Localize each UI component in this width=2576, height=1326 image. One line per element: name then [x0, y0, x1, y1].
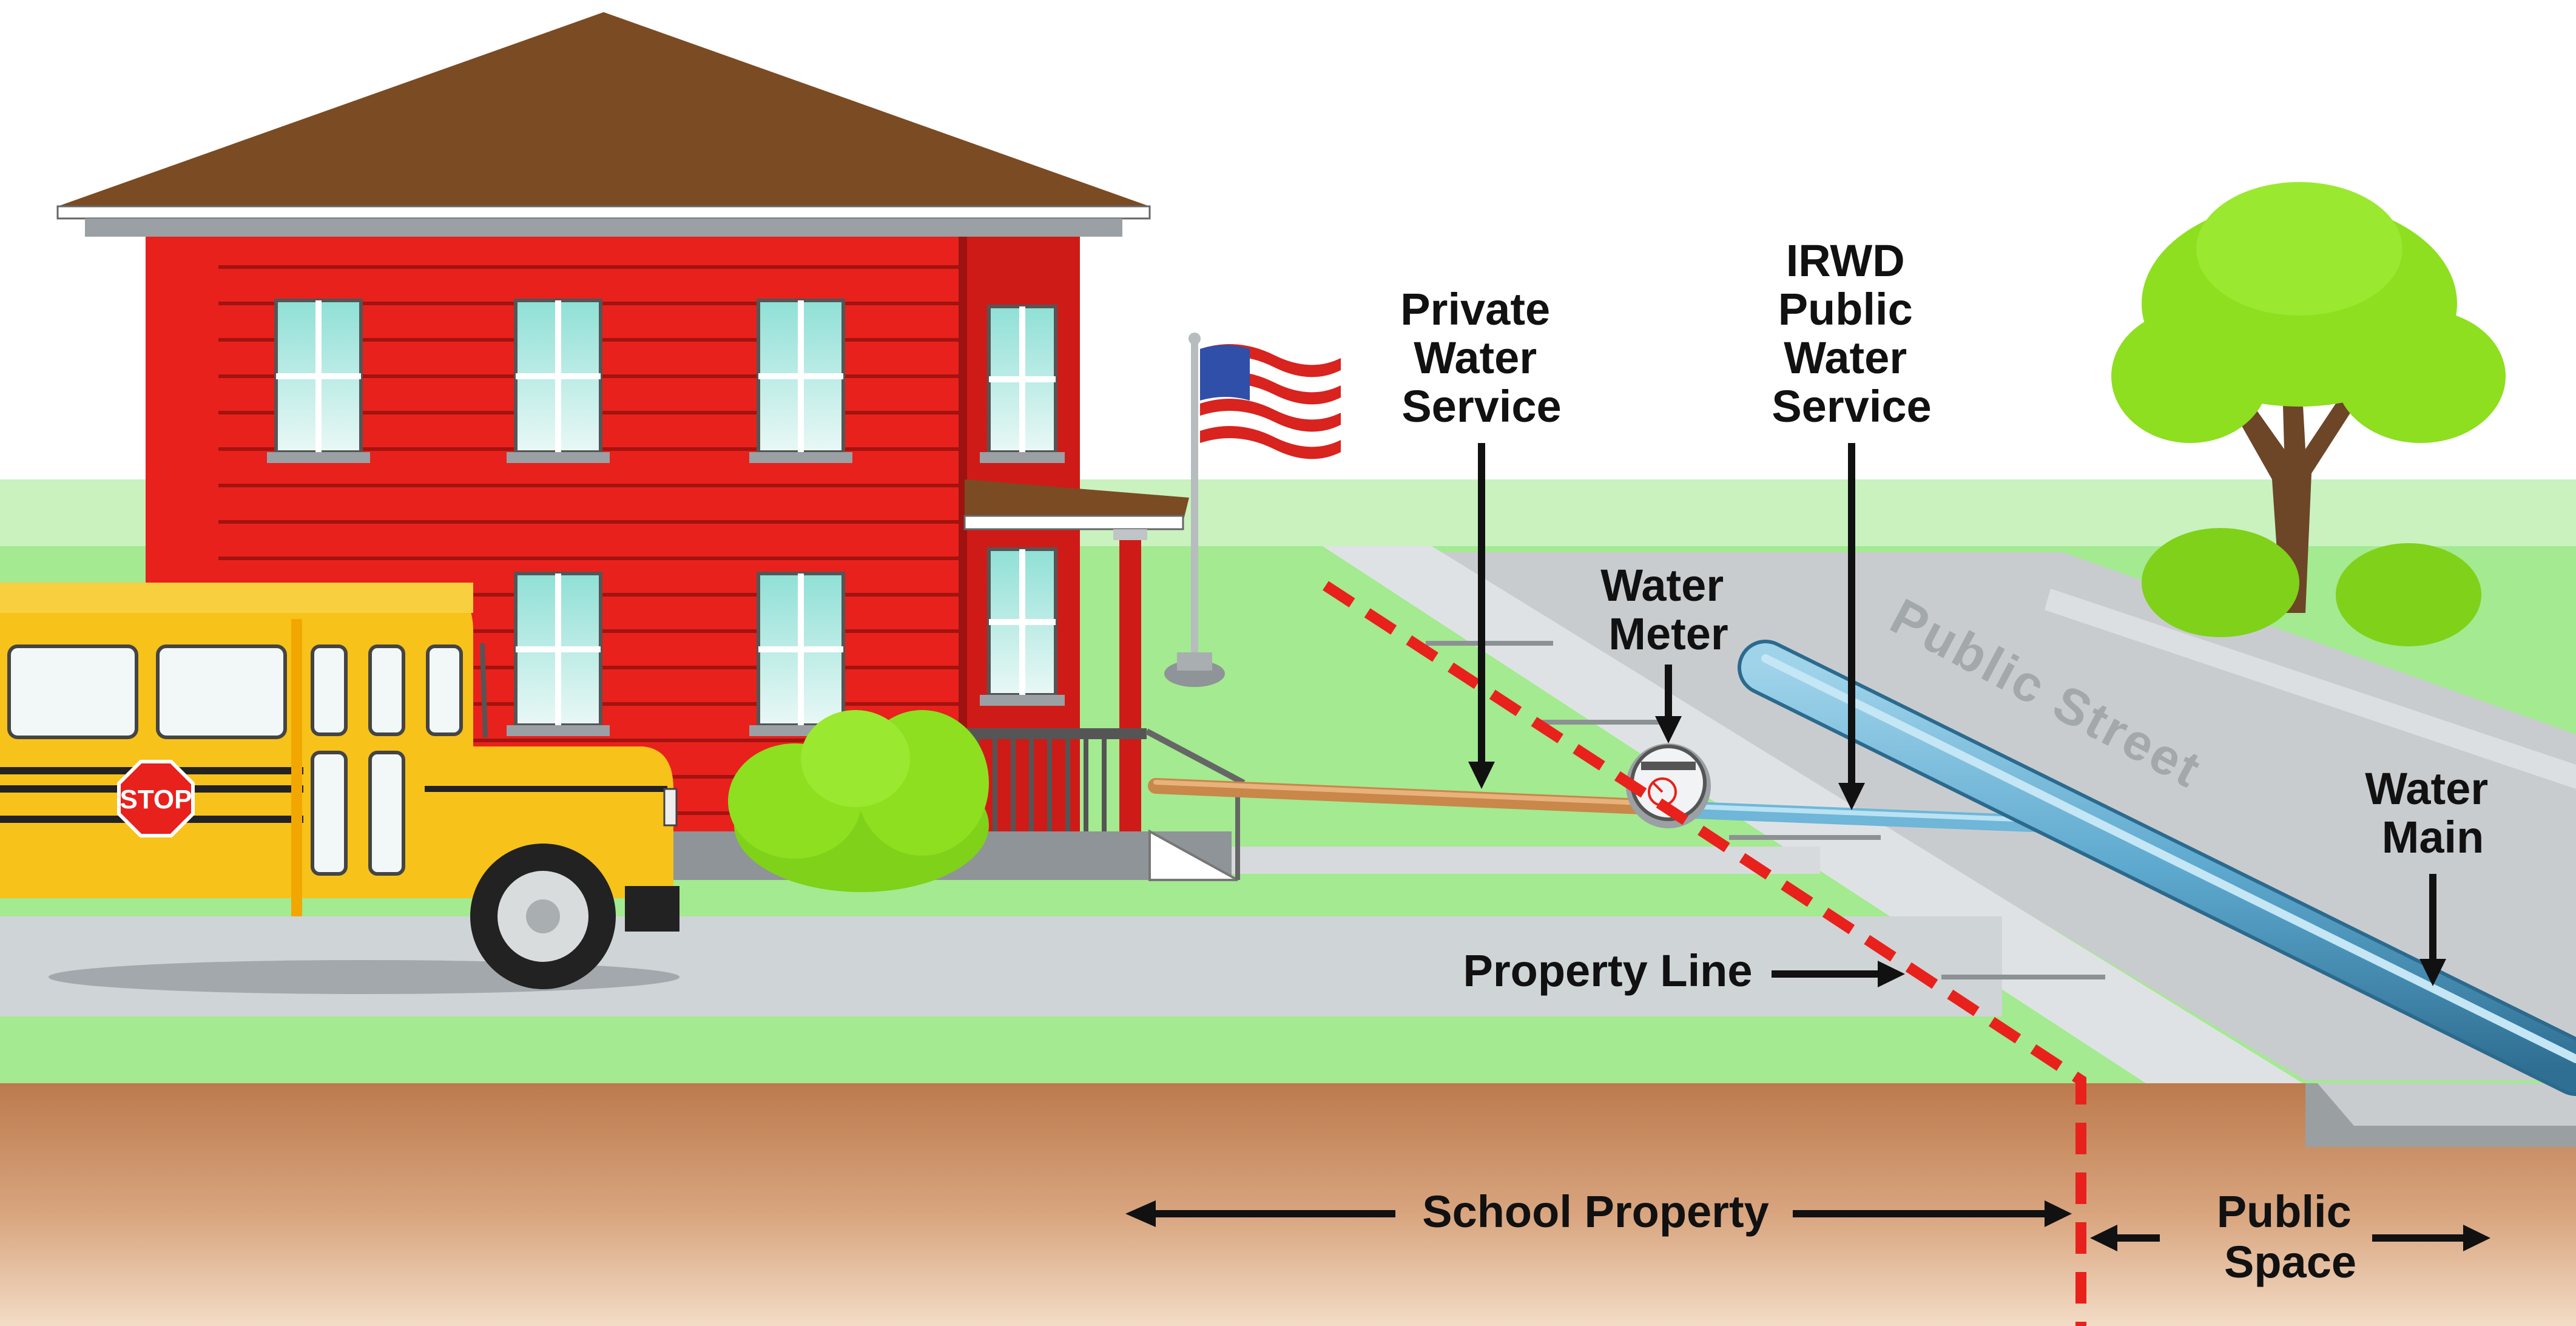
public-water-service-pipe	[1684, 802, 2086, 834]
water-meter-line-1: Water	[1600, 560, 1724, 611]
street-cut-top	[2318, 1083, 2576, 1126]
soil-section	[0, 1083, 2576, 1326]
label-arrows	[1125, 443, 2490, 1251]
water-meter-line-2: Meter	[1608, 609, 1728, 659]
private-water-pipe	[1148, 778, 1664, 815]
public-service-line-3: Water	[1784, 333, 1907, 383]
public-service-line-4: Service	[1772, 381, 1931, 431]
stop-sign: STOP	[117, 760, 195, 837]
water-main-line-1: Water	[2365, 763, 2488, 814]
public-service-line-1: IRWD	[1786, 235, 1905, 286]
private-service-line-1: Private	[1400, 284, 1550, 334]
property-line-label: Property Line	[1463, 945, 1753, 996]
water-meter-label: Water Meter	[1600, 560, 1736, 659]
water-main-label: Water Main	[2365, 763, 2500, 862]
window-frames	[276, 300, 1056, 725]
driveway-strip	[1153, 847, 1820, 874]
private-water-pipe-highlight	[1153, 780, 1659, 806]
water-meter	[1626, 743, 1711, 828]
american-flag	[1200, 344, 1341, 459]
property-line	[1323, 581, 2086, 1326]
tree	[2111, 182, 2506, 646]
water-main-highlight	[1761, 654, 2576, 1063]
public-space-line-2: Space	[2224, 1237, 2356, 1287]
shrub	[728, 710, 989, 892]
public-space-label: Public Space	[2217, 1186, 2364, 1287]
private-water-service-label: Private Water Service	[1400, 284, 1562, 431]
public-service-line-2: Public	[1778, 284, 1913, 334]
water-main-pipe	[1741, 643, 2576, 1092]
stop-sign-text: STOP	[120, 785, 192, 814]
private-service-line-3: Service	[1401, 381, 1561, 431]
public-space-line-1: Public	[2217, 1186, 2352, 1237]
flag-pole	[1164, 333, 1225, 687]
water-main-line-2: Main	[2382, 812, 2484, 862]
irwd-public-water-service-label: IRWD Public Water Service	[1772, 235, 1931, 431]
school-property-label: School Property	[1422, 1186, 1769, 1237]
street-curb	[2045, 589, 2576, 789]
private-service-line-2: Water	[1414, 333, 1537, 383]
